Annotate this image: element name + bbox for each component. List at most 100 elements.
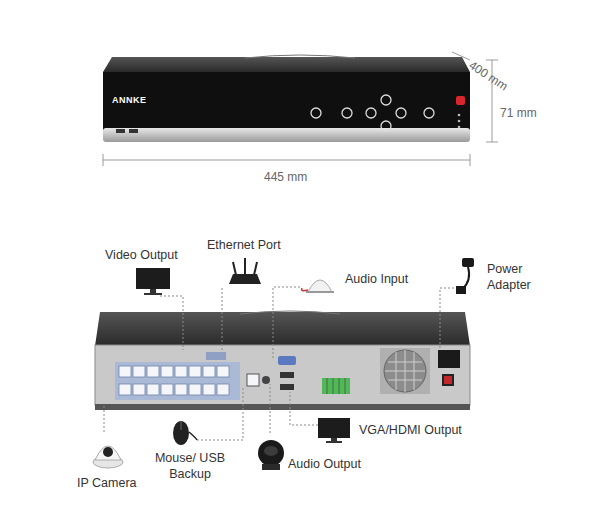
front-nvr-part — [103, 57, 470, 72]
mouse-icon-part — [173, 421, 189, 445]
leader-lines-part — [160, 296, 183, 350]
back-nvr-part-part — [396, 352, 397, 390]
front-nvr-part-part — [342, 108, 352, 118]
back-nvr-part-part — [133, 384, 145, 395]
mouse-icon-part — [189, 432, 197, 440]
power-adapter-icon-part — [462, 258, 474, 267]
video-monitor-icon-part — [144, 293, 162, 295]
dimension-lines-part — [103, 154, 104, 166]
back-nvr-part-part — [147, 384, 159, 395]
back-nvr-part — [280, 384, 294, 390]
mouse-icon — [173, 421, 197, 445]
front-nvr-part — [103, 72, 470, 130]
leader-lines-part — [104, 405, 105, 432]
back-nvr-part-part — [327, 378, 328, 394]
back-nvr-part — [278, 356, 296, 365]
port-label: Audio Output — [288, 457, 361, 473]
video-monitor-icon — [136, 268, 170, 295]
leader-lines-part — [273, 287, 300, 358]
dimension-label: 445 mm — [264, 170, 307, 185]
front-nvr-part — [116, 129, 125, 133]
back-nvr-part-part — [175, 384, 187, 395]
front-nvr-part-part — [311, 108, 321, 118]
vga-hdmi-monitor-icon-part — [331, 438, 337, 441]
router-icon-part — [233, 262, 236, 275]
port-label: VGA/HDMI Output — [359, 423, 462, 439]
back-nvr-part-part — [189, 384, 201, 395]
brand-logo: ANNKE — [112, 95, 147, 106]
router-icon-part — [254, 262, 257, 275]
back-nvr-part-part — [339, 378, 340, 394]
back-nvr-part — [384, 350, 426, 392]
back-nvr-part-part — [147, 366, 159, 377]
back-nvr-part — [262, 376, 270, 384]
port-label: Ethernet Port — [207, 238, 281, 254]
front-nvr-part-part — [381, 95, 391, 105]
front-nvr-part — [129, 129, 138, 133]
dimension-lines-part — [452, 52, 470, 60]
power-adapter-icon-part — [456, 286, 466, 294]
video-monitor-icon-part — [150, 289, 156, 293]
back-nvr-part-part — [175, 366, 187, 377]
back-nvr-part — [247, 374, 259, 386]
leader-lines-part — [222, 288, 223, 352]
back-nvr-part — [322, 378, 350, 394]
router-icon-part — [244, 258, 246, 275]
mouse-icon-part — [181, 421, 182, 430]
dimension-label: 400 mm — [466, 58, 511, 94]
back-nvr-part-part — [203, 384, 215, 395]
leader-lines-part — [197, 388, 243, 440]
front-nvr-part-part — [396, 108, 406, 118]
back-nvr-part-part — [161, 384, 173, 395]
back-nvr-part-part — [333, 378, 334, 394]
back-nvr-part — [95, 312, 470, 346]
router-icon-part — [229, 274, 261, 284]
back-nvr-part — [95, 345, 470, 405]
microphone-icon-part — [302, 288, 308, 291]
dimension-lines-part — [103, 160, 470, 161]
port-label: Video Output — [105, 248, 178, 264]
front-nvr-part-part — [381, 121, 391, 131]
front-nvr-part — [245, 55, 355, 58]
dimension-lines-part — [486, 142, 498, 143]
dimension-lines — [103, 52, 498, 166]
back-nvr — [95, 311, 470, 410]
back-nvr-part — [385, 350, 425, 392]
ip-camera-icon-part — [95, 446, 121, 460]
back-nvr-part — [444, 376, 452, 384]
back-nvr-part — [438, 350, 460, 368]
front-nvr-part-part — [424, 108, 434, 118]
back-nvr-part — [280, 372, 294, 378]
back-nvr-part-part — [203, 366, 215, 377]
back-nvr-part — [327, 378, 345, 394]
back-nvr-part — [240, 311, 340, 314]
vga-hdmi-monitor-icon-part — [326, 441, 342, 443]
dimension-lines-part — [470, 154, 471, 166]
microphone-icon — [302, 280, 334, 292]
power-adapter-icon — [456, 258, 474, 294]
back-nvr-part — [115, 362, 240, 400]
back-nvr-part-part — [345, 378, 346, 394]
front-nvr-part-part — [366, 108, 376, 118]
front-nvr-part — [103, 128, 470, 142]
back-nvr-part — [442, 374, 454, 386]
dimension-lines-part — [486, 60, 498, 61]
back-nvr-part-part — [414, 352, 415, 390]
back-nvr-part-part — [405, 350, 406, 392]
leader-lines — [104, 287, 458, 440]
back-nvr-part-part — [217, 384, 229, 395]
back-nvr-part — [95, 404, 470, 410]
speaker-icon-part — [264, 446, 278, 456]
leader-lines-part — [440, 288, 458, 348]
port-label: Power Adapter — [487, 262, 537, 293]
back-nvr-part — [206, 352, 226, 360]
dimension-label: 71 mm — [500, 106, 537, 121]
vga-hdmi-monitor-icon — [318, 418, 350, 443]
back-nvr-part-part — [189, 366, 201, 377]
port-label: Mouse/ USB Backup — [150, 451, 230, 482]
port-label: IP Camera — [77, 476, 137, 492]
back-nvr-part-part — [119, 384, 131, 395]
back-nvr-part-part — [119, 366, 131, 377]
front-nvr-part — [458, 126, 461, 129]
front-nvr-part — [311, 95, 434, 131]
